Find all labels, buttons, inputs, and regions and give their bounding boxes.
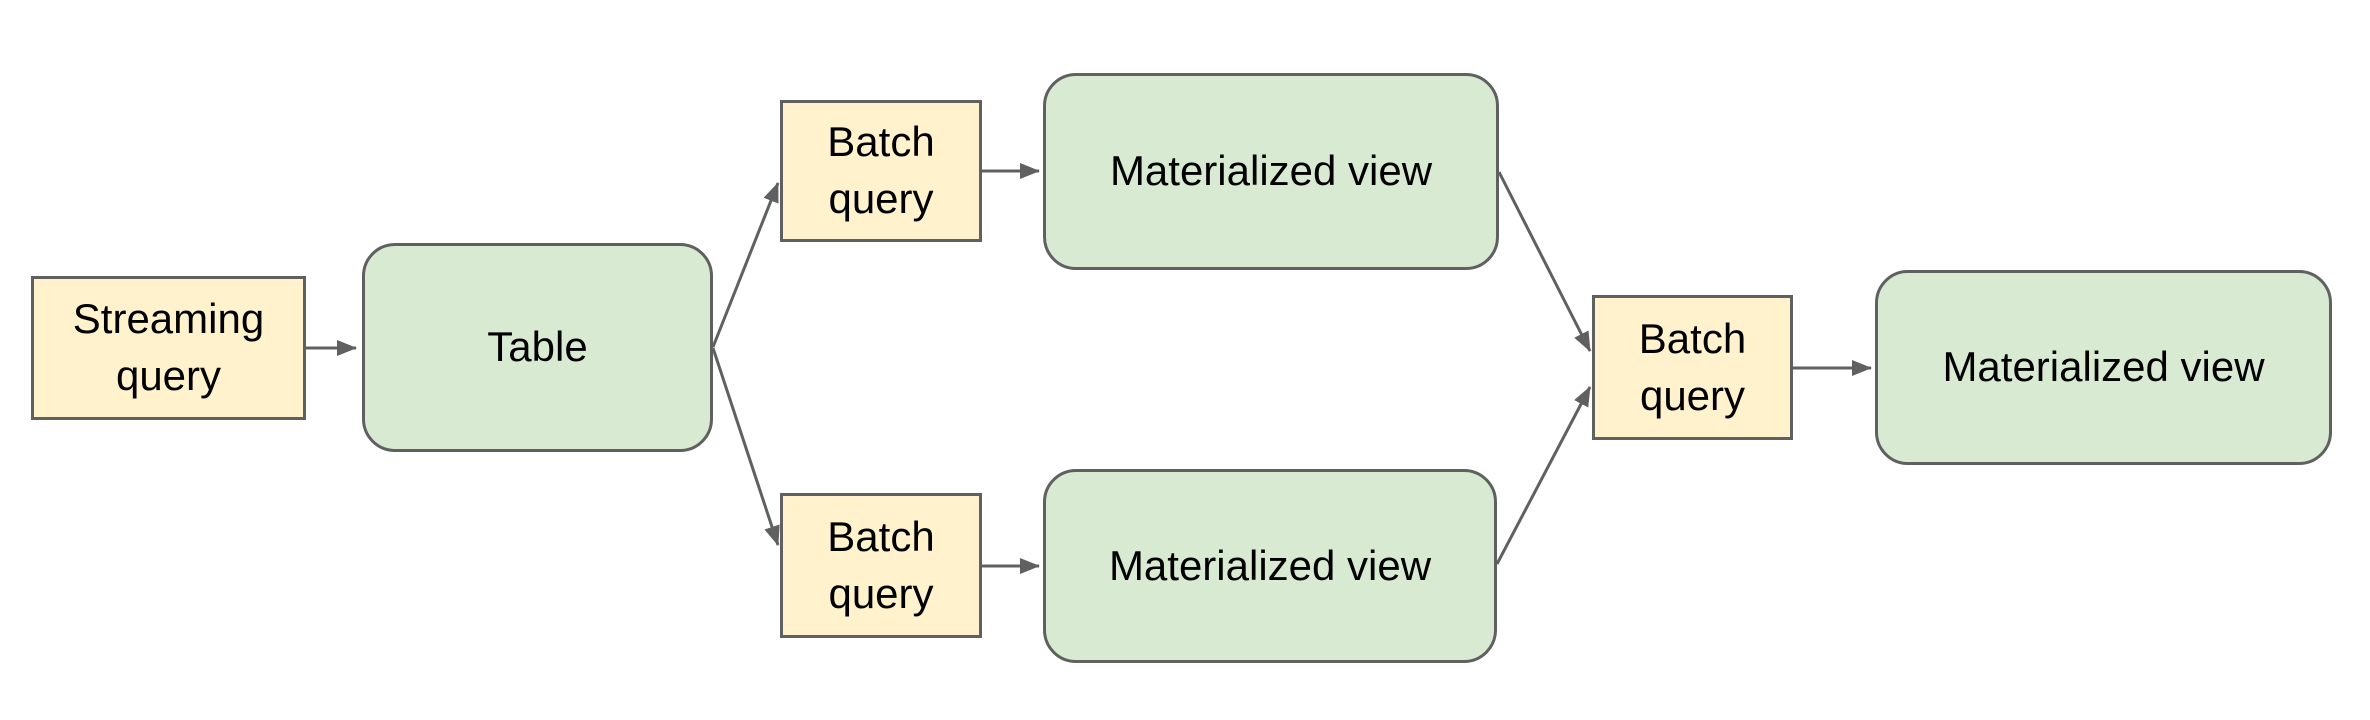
node-streaming-query: Streaming query: [31, 276, 306, 420]
node-batch-query-top-label: Batch query: [827, 118, 935, 222]
edge-table-to-batch-query-top: [711, 182, 780, 348]
node-table-label: Table: [487, 323, 588, 371]
node-batch-query-bottom-label: Batch query: [827, 512, 935, 617]
edge-materialized-view-top-to-batch-query-right: [1497, 171, 1592, 352]
node-batch-query-right-label: Batch query: [1638, 314, 1747, 419]
edge-table-to-batch-query-bottom: [711, 347, 780, 546]
node-materialized-view-bottom: Materialized view: [1043, 469, 1497, 663]
node-materialized-view-right-label: Materialized view: [1942, 343, 2265, 391]
node-batch-query-right: Batch query: [1592, 295, 1793, 440]
node-streaming-query-label: Streaming query: [72, 295, 265, 399]
node-materialized-view-top-label: Materialized view: [1109, 147, 1433, 195]
node-batch-query-top: Batch query: [780, 100, 982, 242]
node-batch-query-bottom: Batch query: [780, 493, 982, 638]
node-materialized-view-right: Materialized view: [1875, 270, 2332, 465]
node-materialized-view-bottom-label: Materialized view: [1108, 541, 1432, 589]
edge-materialized-view-bottom-to-batch-query-right: [1495, 386, 1592, 565]
node-materialized-view-top: Materialized view: [1043, 73, 1499, 270]
node-table: Table: [362, 243, 713, 452]
